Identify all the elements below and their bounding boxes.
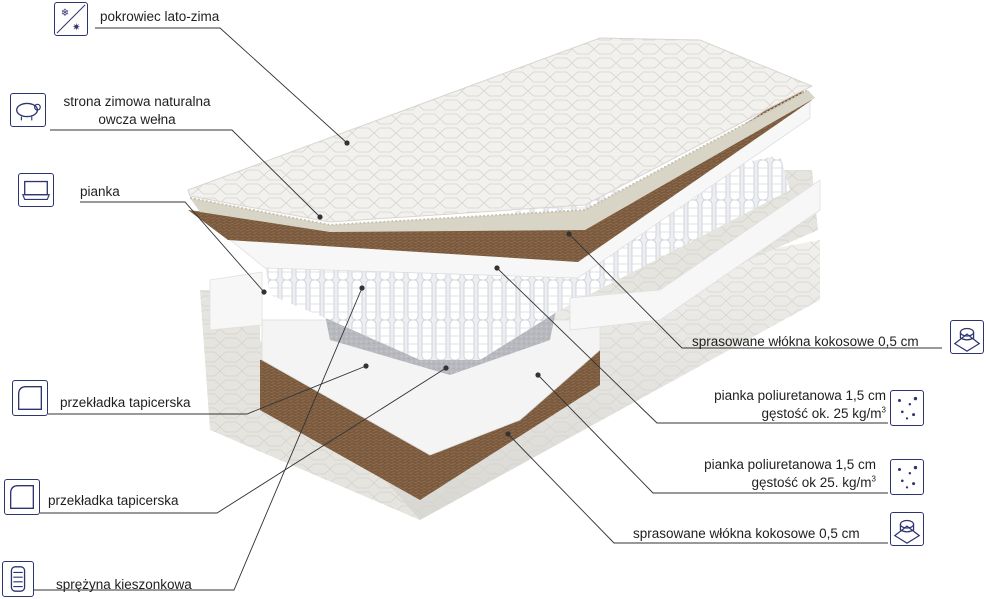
leader-dots [261, 140, 572, 437]
label-felt-2: przekładka tapicerska [48, 493, 179, 508]
label-pu-foam-1-line2: gęstość ok. 25 kg/m3 [761, 405, 886, 421]
label-coconut-2: sprasowane włókna kokosowe 0,5 cm [633, 526, 860, 541]
label-pu-foam-2: pianka poliuretanowa 1,5 cm gęstość ok 2… [650, 456, 876, 492]
pu-foam-dots-icon [890, 459, 924, 495]
label-wool: strona zimowa naturalna owcza wełna [52, 93, 222, 129]
label-spring: sprężyna kieszonkowa [56, 577, 192, 592]
top-coconut-layer [188, 88, 812, 262]
label-wool-line1: strona zimowa naturalna [63, 94, 211, 109]
label-coconut-1: sprasowane włókna kokosowe 0,5 cm [692, 334, 919, 349]
svg-text:❄: ❄ [61, 7, 70, 19]
sheep-icon [10, 93, 46, 127]
foam-block-icon [18, 173, 54, 207]
label-cover: pokrowiec lato-zima [100, 9, 220, 24]
cover-layer [187, 37, 814, 223]
pu-foam-dots-icon [890, 390, 924, 426]
coconut-fiber-icon [950, 320, 984, 354]
leader-lines [34, 27, 942, 591]
label-pu-foam-2-line2: gęstość ok 25. kg/m3 [751, 474, 876, 490]
pocket-spring-icon [2, 561, 34, 597]
label-felt-1: przekładka tapicerska [60, 395, 191, 410]
svg-text:✷: ✷ [72, 21, 81, 33]
label-pu-foam-2-line1: pianka poliuretanowa 1,5 cm [704, 457, 876, 472]
wool-layer [189, 89, 815, 232]
side-foam-rails [209, 179, 821, 331]
felt-sheet-icon [12, 380, 48, 416]
felt-sheet-icon [4, 479, 40, 515]
coconut-fiber-icon [890, 512, 924, 546]
snowflake-sun-icon: ❄✷ [54, 2, 88, 36]
label-wool-line2: owcza wełna [98, 112, 176, 127]
label-pu-foam-1-line1: pianka poliuretanowa 1,5 cm [714, 388, 886, 403]
label-foam: pianka [80, 184, 120, 199]
label-pu-foam-1: pianka poliuretanowa 1,5 cm gęstość ok. … [660, 387, 886, 423]
